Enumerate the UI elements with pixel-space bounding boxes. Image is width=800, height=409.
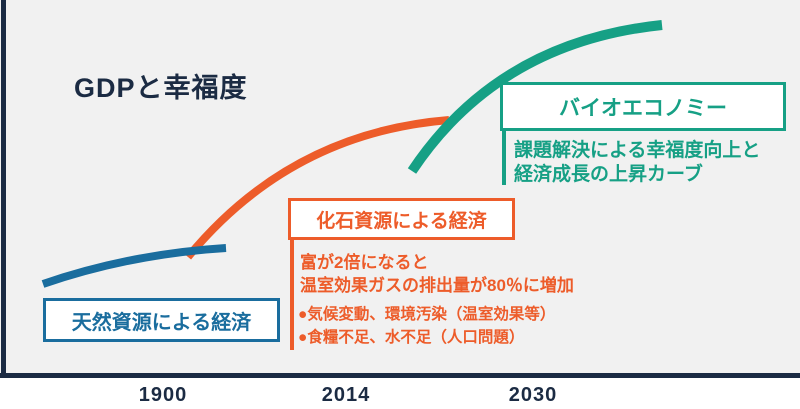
fossil-description-line-2: 温室効果ガスの排出量が80％に増加 <box>300 276 574 295</box>
fossil-bullet-2: ●食糧不足、水不足（人口問題） <box>298 329 525 346</box>
natural-economy-box: 天然資源による経済 <box>43 298 280 342</box>
x-axis-label-2030: 2030 <box>508 384 558 406</box>
x-axis-label-1900: 1900 <box>138 384 188 406</box>
axis-footer-band <box>0 378 800 409</box>
fossil-resources-curve <box>184 116 450 260</box>
fossil-description: 富が2倍になると 温室効果ガスの排出量が80％に増加 <box>300 251 574 297</box>
bioeconomy-description-line-1: 課題解決による幸福度向上と <box>514 140 761 161</box>
y-axis-line <box>1 0 6 378</box>
bioeconomy-curve <box>407 20 663 174</box>
bioeconomy-label: バイオエコノミー <box>559 96 727 120</box>
fossil-description-line-1: 富が2倍になると <box>300 253 429 272</box>
fossil-economy-box: 化石資源による経済 <box>288 198 515 240</box>
natural-resources-curve <box>41 244 227 288</box>
x-axis-line <box>0 373 800 378</box>
bioeconomy-description-line-2: 経済成長の上昇カーブ <box>514 164 703 185</box>
natural-economy-label: 天然資源による経済 <box>71 311 252 334</box>
fossil-bullet-1: ●気候変動、環境汚染（温室効果等） <box>298 306 556 323</box>
bioeconomy-section-rule <box>502 131 506 185</box>
bioeconomy-description: 課題解決による幸福度向上と 経済成長の上昇カーブ <box>514 139 760 187</box>
fossil-economy-label: 化石資源による経済 <box>316 210 487 232</box>
x-axis-label-2014: 2014 <box>321 384 371 406</box>
fossil-bullet-list: ●気候変動、環境汚染（温室効果等） ●食糧不足、水不足（人口問題） <box>298 303 555 349</box>
diagram-title: GDPと幸福度 <box>74 73 248 103</box>
fossil-section-rule <box>290 239 294 350</box>
bioeconomy-box: バイオエコノミー <box>500 82 786 131</box>
